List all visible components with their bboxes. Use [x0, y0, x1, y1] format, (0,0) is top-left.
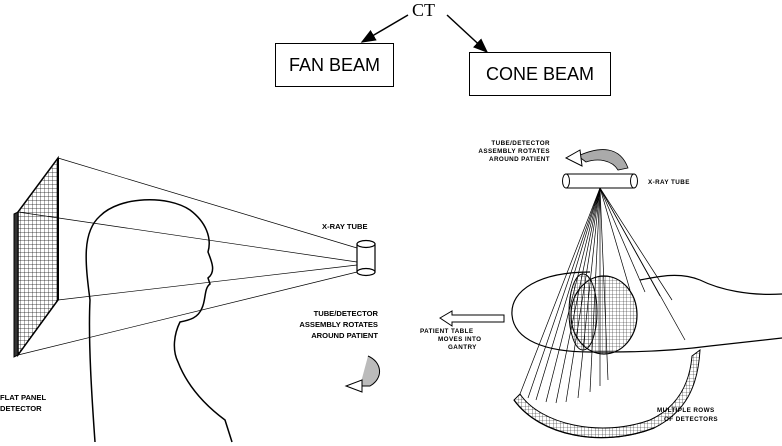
cone-beam-rays [519, 187, 686, 404]
detector-rows-label-line1: MULTIPLE ROWS [657, 407, 715, 414]
cone-patient-outline [511, 271, 782, 353]
patient-head-outline [85, 198, 233, 443]
patient-table-arrow [439, 310, 505, 327]
fan-rotation-label-line2: ASSEMBLY ROTATES [299, 320, 378, 329]
detector-rows-label-line2: OF DETECTORS [664, 416, 718, 423]
fan-tube-label: X-RAY TUBE [322, 222, 368, 231]
arrow-to-cone-beam [446, 14, 489, 54]
cone-rotation-label-line1: TUBE/DETECTOR [491, 140, 550, 147]
cone-beam-figure: TUBE/DETECTOR ASSEMBLY ROTATES AROUND PA… [420, 140, 782, 439]
cone-xray-tube [562, 173, 638, 189]
fan-beam-rays [17, 157, 358, 356]
cone-rotation-label-line2: ASSEMBLY ROTATES [478, 148, 550, 155]
cone-beam-box: CONE BEAM [469, 52, 611, 96]
flat-panel-detector [17, 155, 59, 358]
cone-tube-label: X-RAY TUBE [648, 179, 690, 186]
detector-label-line1: FLAT PANEL [0, 393, 46, 402]
fan-xray-tube [356, 239, 376, 277]
curved-detector-array [513, 348, 701, 439]
fan-rotation-label-line3: AROUND PATIENT [311, 331, 378, 340]
cone-rotation-label-line3: AROUND PATIENT [489, 156, 550, 163]
fan-rotation-arrow [344, 355, 380, 393]
fan-beam-figure: X-RAY TUBE TUBE/DETECTOR ASSEMBLY ROTATE… [0, 155, 380, 443]
table-label-line1: PATIENT TABLE [420, 328, 473, 335]
ct-root-label: CT [412, 0, 436, 20]
fan-beam-box: FAN BEAM [275, 43, 394, 87]
detector-label-line2: DETECTOR [0, 404, 42, 413]
fan-rotation-label-line1: TUBE/DETECTOR [314, 309, 379, 318]
cone-rotation-arrow [564, 149, 629, 171]
table-label-line2: MOVES INTO [438, 336, 481, 343]
table-label-line3: GANTRY [448, 344, 477, 351]
arrow-to-fan-beam [360, 14, 409, 43]
